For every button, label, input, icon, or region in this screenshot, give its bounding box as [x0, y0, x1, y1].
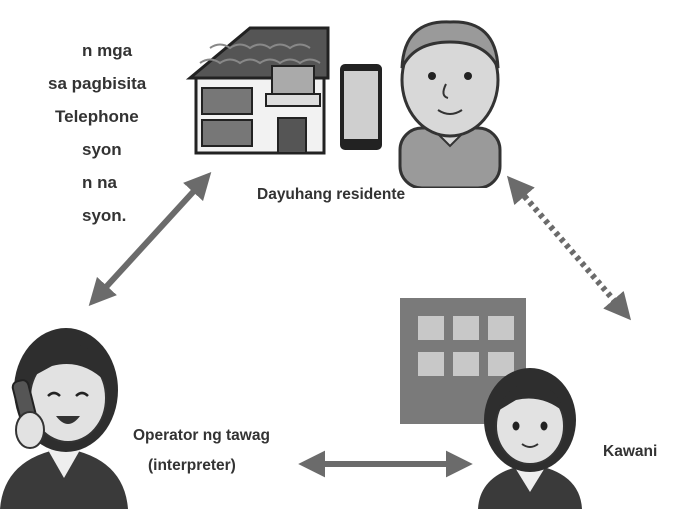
house-illustration [185, 26, 330, 155]
operator-label-line1: Operator ng tawag [133, 427, 270, 444]
intro-line: syon [82, 140, 122, 159]
staff-label: Kawani [603, 443, 658, 460]
operator-label-line2: (interpreter) [148, 457, 236, 474]
arrow-resident-staff [506, 175, 632, 321]
intro-line: sa pagbisita [48, 74, 147, 93]
resident-figure [398, 20, 502, 188]
smartphone-icon [340, 64, 382, 150]
staff-figure [478, 368, 582, 509]
resident-label: Dayuhang residente [257, 186, 406, 203]
intro-line: Telephone [55, 107, 139, 126]
arrow-resident-operator [88, 172, 212, 306]
operator-figure [0, 328, 128, 509]
intro-line: n mga [82, 41, 133, 60]
